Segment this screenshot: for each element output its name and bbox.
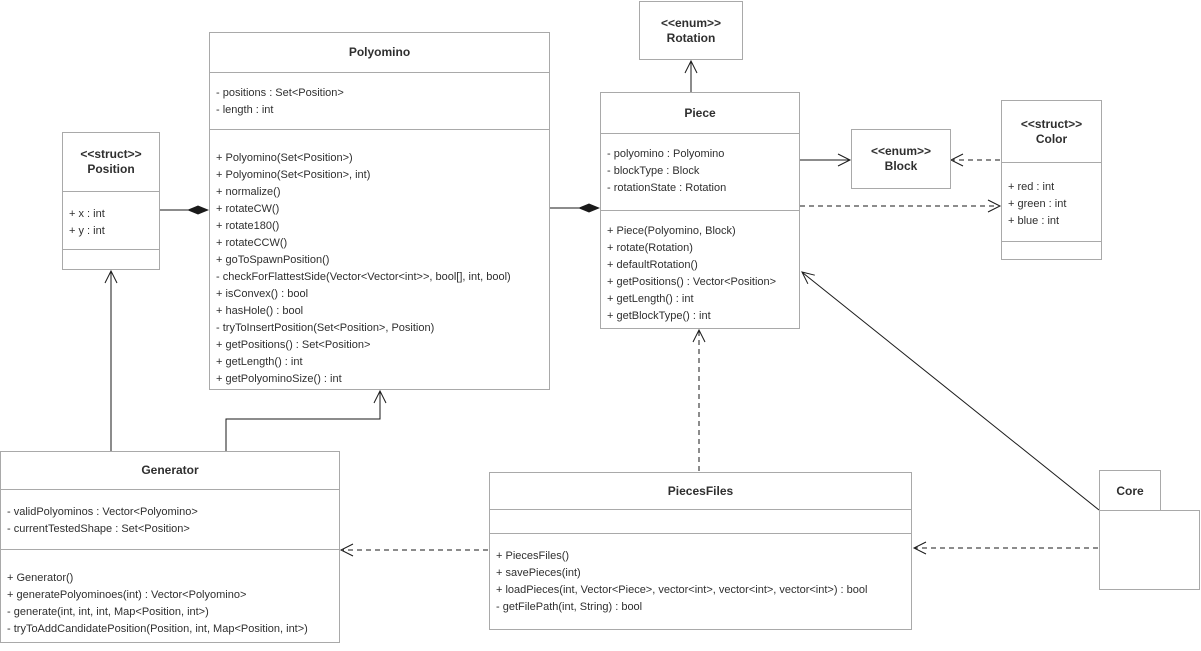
- stereotype-label: <<struct>>: [1020, 116, 1083, 131]
- attribute-row: - validPolyominos : Vector<Polyomino>: [7, 506, 198, 518]
- method-row: + goToSpawnPosition(): [216, 254, 330, 266]
- attribute-row: + blue : int: [1008, 215, 1060, 227]
- attributes-compartment: - polyomino : Polyomino - blockType : Bl…: [601, 133, 799, 210]
- method-row: + getLength() : int: [607, 293, 694, 305]
- method-row: - checkForFlattestSide(Vector<Vector<int…: [216, 271, 511, 283]
- method-row: + hasHole() : bool: [216, 305, 304, 317]
- attribute-row: - rotationState : Rotation: [607, 182, 727, 194]
- method-row: + generatePolyominoes(int) : Vector<Poly…: [7, 589, 247, 601]
- class-name: Polyomino: [210, 33, 549, 72]
- edge-generator-to-position: [104, 269, 118, 451]
- attribute-row: - length : int: [216, 104, 274, 116]
- method-row: + Polyomino(Set<Position>, int): [216, 169, 371, 181]
- method-row: + getPolyominoSize() : int: [216, 373, 342, 385]
- method-row: + loadPieces(int, Vector<Piece>, vector<…: [496, 584, 868, 596]
- method-row: + normalize(): [216, 186, 281, 198]
- class-name-label: Block: [884, 159, 918, 173]
- class-name: <<enum>> Rotation: [640, 2, 742, 59]
- method-row: + getBlockType() : int: [607, 310, 711, 322]
- method-row: - getFilePath(int, String) : bool: [496, 601, 643, 613]
- attribute-row: + y : int: [69, 225, 105, 237]
- attributes-compartment: - validPolyominos : Vector<Polyomino> - …: [1, 489, 339, 549]
- class-name: <<struct>> Color: [1002, 101, 1101, 162]
- attributes-compartment-empty: [490, 509, 911, 533]
- attribute-row: + green : int: [1008, 198, 1067, 210]
- class-name: <<struct>> Position: [63, 133, 159, 191]
- methods-compartment-empty: [63, 249, 159, 269]
- method-row: + PiecesFiles(): [496, 550, 570, 562]
- class-generator[interactable]: Generator - validPolyominos : Vector<Pol…: [0, 451, 340, 643]
- method-row: - tryToInsertPosition(Set<Position>, Pos…: [216, 322, 435, 334]
- attribute-row: - currentTestedShape : Set<Position>: [7, 523, 190, 535]
- class-color[interactable]: <<struct>> Color + red : int + green : i…: [1001, 100, 1102, 260]
- class-name: PiecesFiles: [490, 473, 911, 509]
- method-row: + getLength() : int: [216, 356, 303, 368]
- method-row: + savePieces(int): [496, 567, 581, 579]
- class-name-label: Position: [87, 162, 135, 176]
- package-name-label: Core: [1116, 483, 1144, 498]
- methods-compartment: + PiecesFiles() + savePieces(int) + load…: [490, 533, 911, 629]
- class-name-label: Rotation: [666, 30, 716, 45]
- attributes-compartment: - positions : Set<Position> - length : i…: [210, 72, 549, 129]
- method-row: + rotateCW(): [216, 203, 280, 215]
- class-name-label: PiecesFiles: [667, 483, 734, 498]
- attribute-row: + red : int: [1008, 181, 1055, 193]
- attribute-row: - polyomino : Polyomino: [607, 148, 725, 160]
- class-rotation[interactable]: <<enum>> Rotation: [639, 1, 743, 60]
- class-name: <<enum>> Block: [852, 130, 950, 188]
- method-row: + rotate180(): [216, 220, 280, 232]
- methods-compartment: + Polyomino(Set<Position>) + Polyomino(S…: [210, 129, 549, 389]
- edge-piece-composes-polyomino: [550, 203, 600, 213]
- method-row: - generate(int, int, int, Map<Position, …: [7, 606, 209, 618]
- stereotype-label: <<enum>>: [660, 15, 722, 30]
- class-block[interactable]: <<enum>> Block: [851, 129, 951, 189]
- edge-piecesfiles-to-piece-dashed: [692, 328, 706, 471]
- attributes-compartment: + x : int + y : int: [63, 191, 159, 249]
- methods-compartment-empty: [1002, 241, 1101, 259]
- method-row: + getPositions() : Vector<Position>: [607, 276, 777, 288]
- class-name: Piece: [601, 93, 799, 133]
- edge-core-to-piecesfiles-dashed: [912, 541, 1098, 555]
- attributes-compartment: + red : int + green : int + blue : int: [1002, 162, 1101, 241]
- class-name-label: Piece: [684, 105, 716, 120]
- edge-piecesfiles-to-generator-dashed: [339, 543, 488, 557]
- method-row: + rotateCCW(): [216, 237, 288, 249]
- edge-piece-to-block: [800, 153, 852, 167]
- class-piecesfiles[interactable]: PiecesFiles + PiecesFiles() + savePieces…: [489, 472, 912, 630]
- attribute-row: - blockType : Block: [607, 165, 700, 177]
- method-row: + defaultRotation(): [607, 259, 698, 271]
- stereotype-label: <<struct>>: [80, 147, 142, 161]
- class-polyomino[interactable]: Polyomino - positions : Set<Position> - …: [209, 32, 550, 390]
- class-name-label: Polyomino: [348, 45, 411, 59]
- edge-polyomino-composes-position: [159, 205, 209, 215]
- method-row: + Piece(Polyomino, Block): [607, 225, 736, 237]
- class-name: Generator: [1, 452, 339, 489]
- method-row: + rotate(Rotation): [607, 242, 693, 254]
- stereotype-label: <<enum>>: [870, 144, 932, 158]
- class-position[interactable]: <<struct>> Position + x : int + y : int: [62, 132, 160, 270]
- package-body: [1099, 510, 1200, 590]
- method-row: + getPositions() : Set<Position>: [216, 339, 371, 351]
- edge-piece-to-color-dashed: [800, 199, 1002, 213]
- methods-compartment: + Piece(Polyomino, Block) + rotate(Rotat…: [601, 210, 799, 328]
- class-name-label: Color: [1035, 131, 1068, 146]
- method-row: + isConvex() : bool: [216, 288, 309, 300]
- attribute-row: - positions : Set<Position>: [216, 87, 344, 99]
- edge-piece-to-rotation: [684, 59, 698, 92]
- edge-generator-to-polyomino: [225, 389, 387, 451]
- class-name-label: Generator: [141, 463, 199, 477]
- attribute-row: + x : int: [69, 208, 105, 220]
- methods-compartment: + Generator() + generatePolyominoes(int)…: [1, 549, 339, 642]
- edge-color-to-block-dashed: [949, 153, 1000, 167]
- class-piece[interactable]: Piece - polyomino : Polyomino - blockTyp…: [600, 92, 800, 329]
- package-tab: Core: [1099, 470, 1161, 511]
- method-row: - tryToAddCandidatePosition(Position, in…: [7, 623, 308, 635]
- method-row: + Generator(): [7, 572, 74, 584]
- method-row: + Polyomino(Set<Position>): [216, 152, 353, 164]
